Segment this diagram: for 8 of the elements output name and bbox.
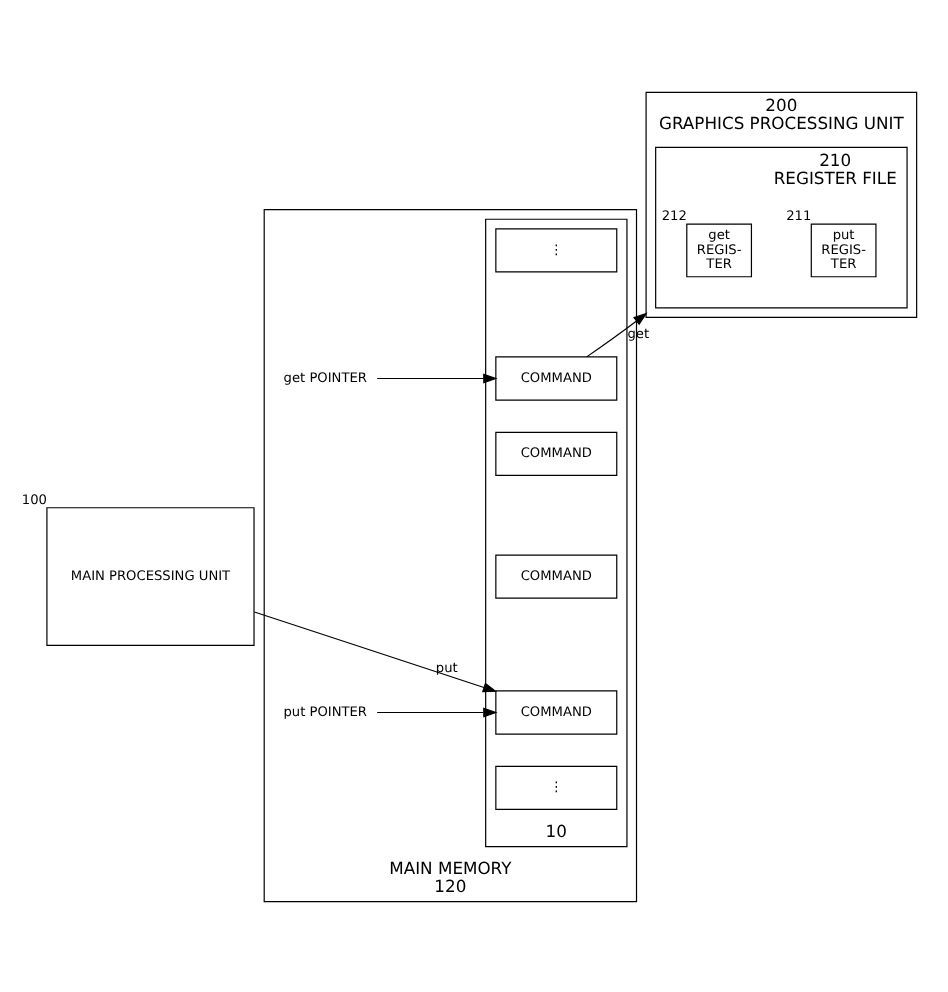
node-label: 200: [765, 93, 798, 114]
arrow: [586, 311, 648, 357]
arrow: [376, 372, 498, 383]
node-label: 210: [819, 148, 852, 169]
arrow: [376, 706, 498, 717]
node-label: 10: [545, 820, 567, 841]
node-label: 120: [434, 875, 467, 896]
arrow: [253, 610, 498, 692]
